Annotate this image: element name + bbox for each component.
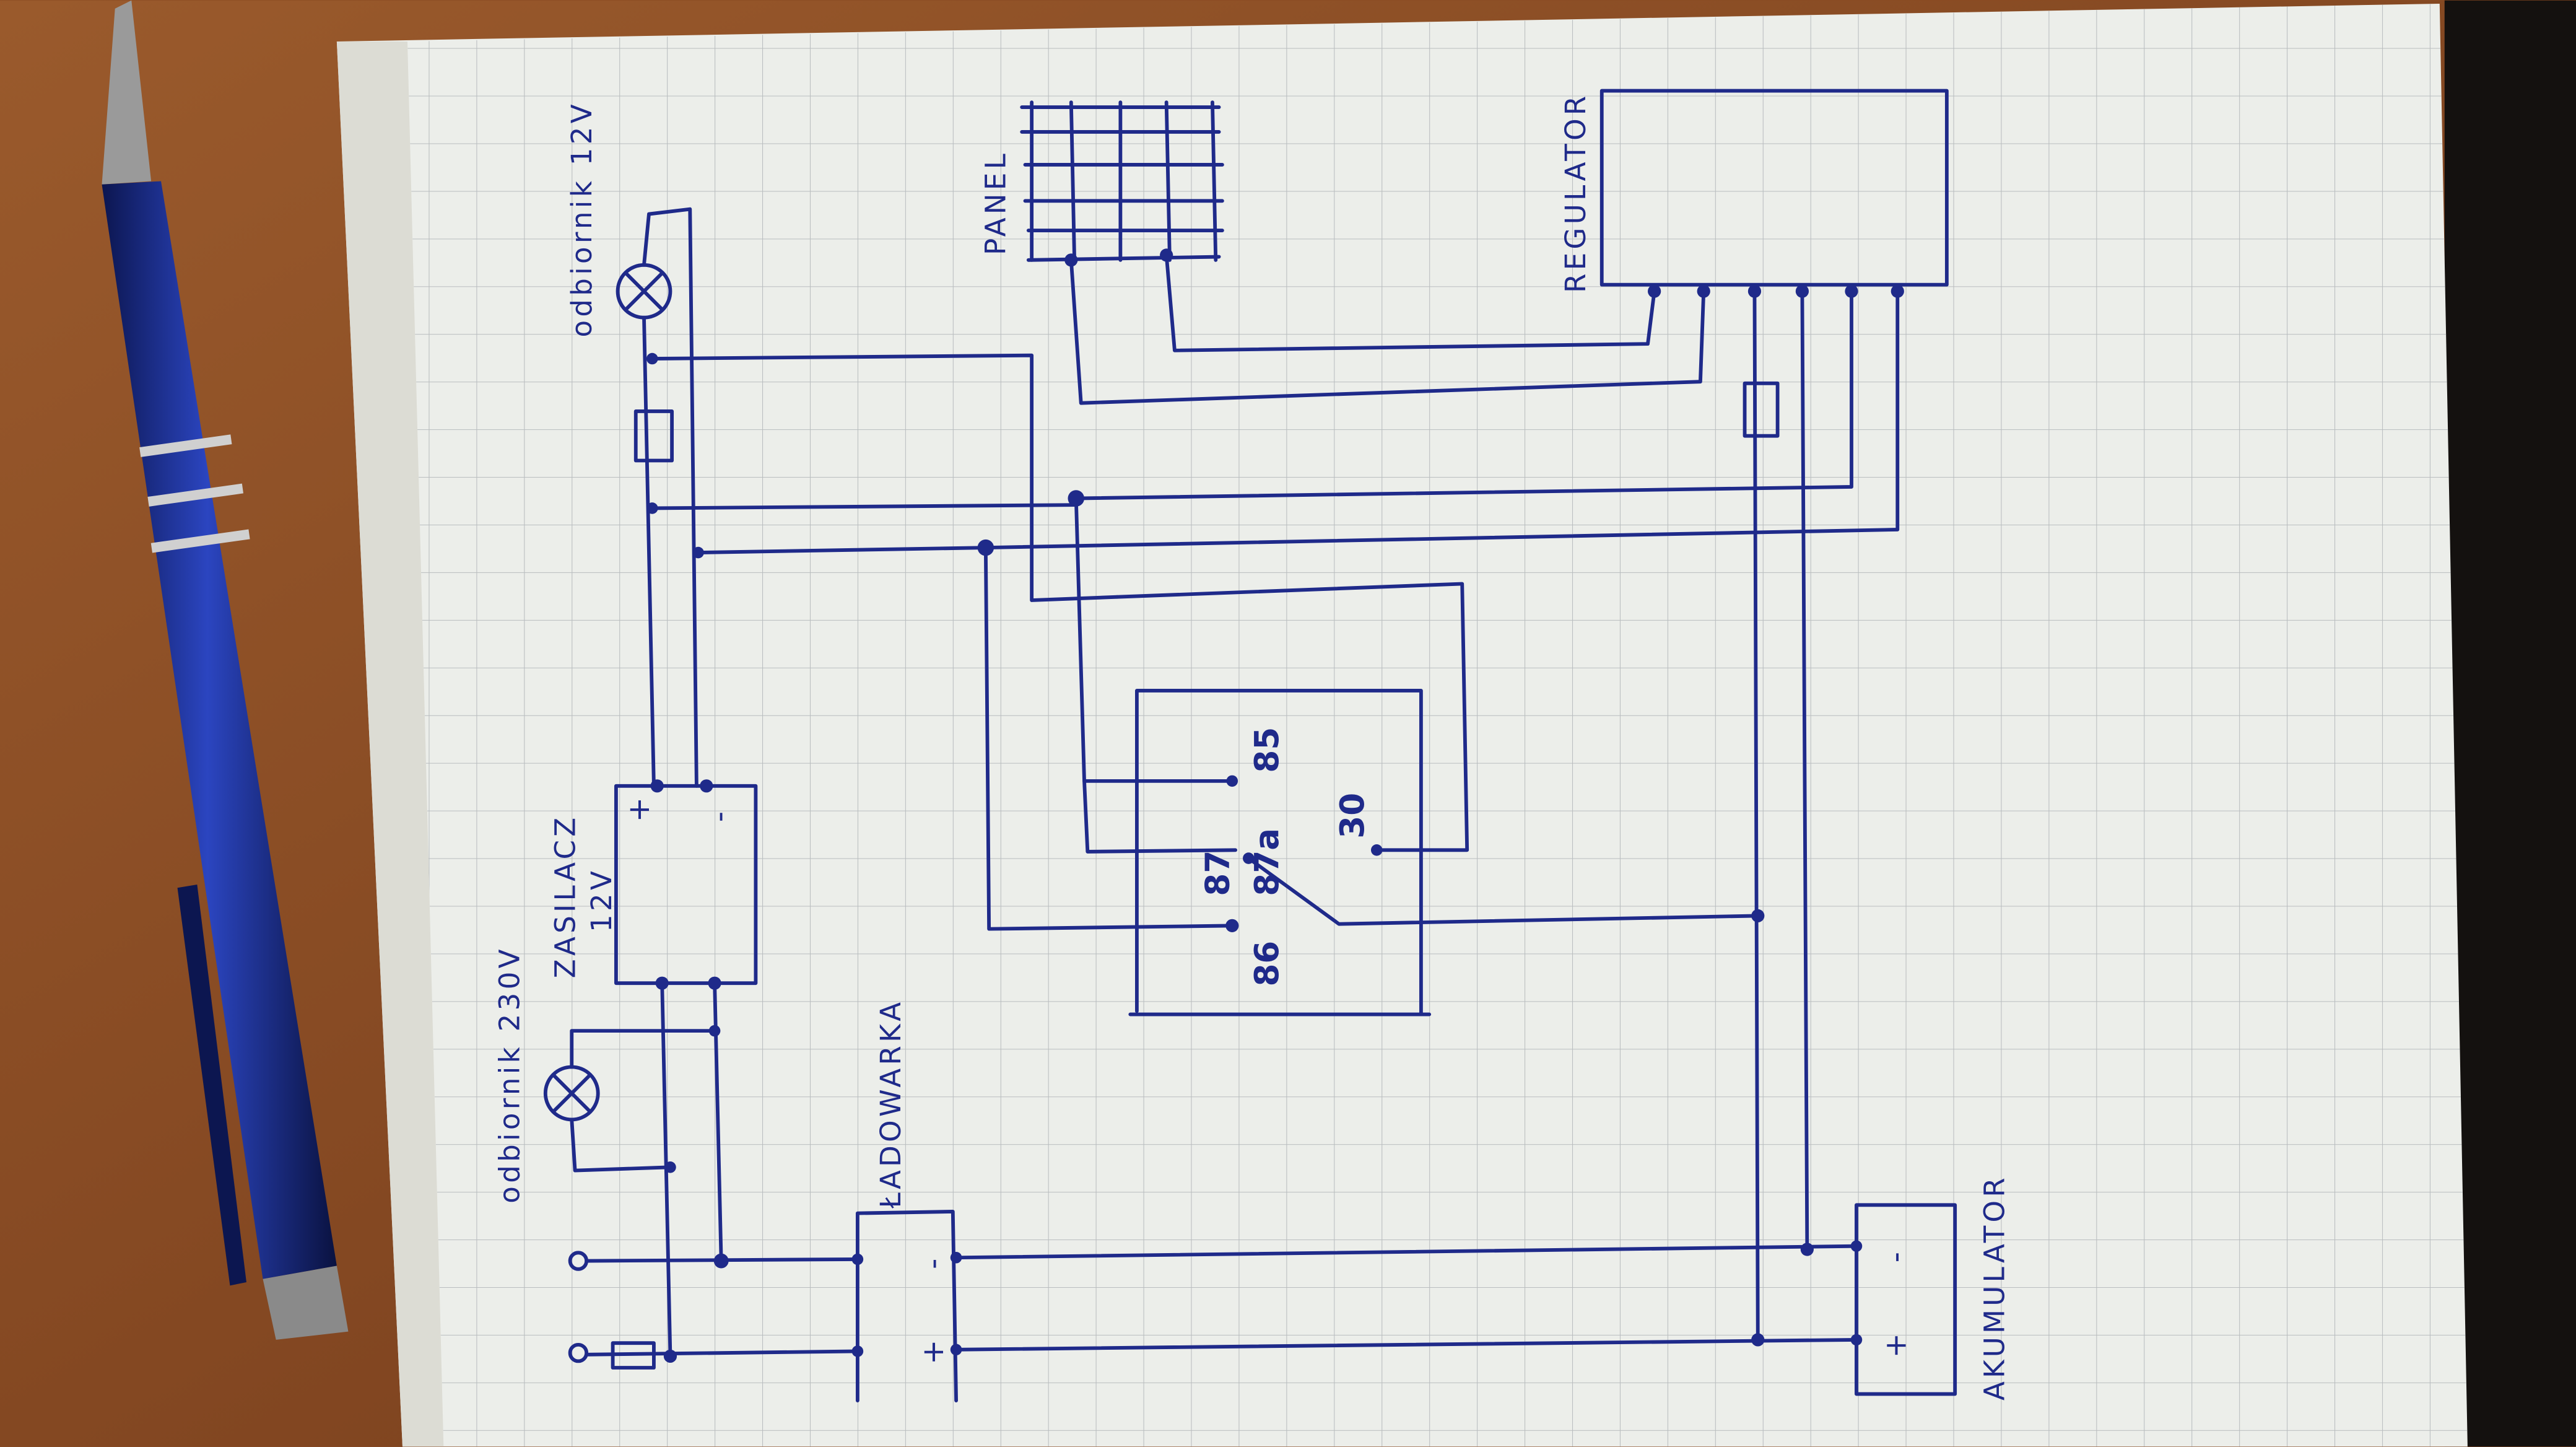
relay-pin-87: 87 xyxy=(1198,850,1237,896)
wire-12v-positive-rail xyxy=(642,315,656,788)
paper-grid xyxy=(407,3,2468,1447)
wire-reg-battery-plus xyxy=(1752,289,1760,1342)
regulator-box xyxy=(1599,89,1949,287)
fuse-battery-symbol xyxy=(1743,381,1780,438)
wire-lamp230-b xyxy=(570,1117,672,1173)
junction-dots xyxy=(646,248,1904,1363)
label-load-230v: odbiornik 230V xyxy=(493,946,526,1203)
fuse-12v-symbol xyxy=(633,409,674,463)
label-regulator: REGULATOR xyxy=(1559,92,1592,292)
battery-minus: - xyxy=(1879,1252,1913,1262)
torn-binding-strip xyxy=(336,41,444,1447)
circuit-diagram: odbiornik 12V PANEL REGULATOR ZASILACZ 1… xyxy=(493,89,2011,1402)
wire-y325 xyxy=(983,289,1900,550)
relay-pin-87a: 87a xyxy=(1248,828,1286,896)
battery-box xyxy=(1855,1203,1957,1396)
label-power-supply-voltage: 12V xyxy=(585,868,618,932)
label-panel: PANEL xyxy=(980,151,1012,255)
wire-panel-a xyxy=(1164,253,1656,352)
relay-pin-30: 30 xyxy=(1333,793,1372,839)
wire-charger-plus xyxy=(954,1337,1858,1352)
ballpoint-pen xyxy=(102,0,349,1340)
power-supply-minus: - xyxy=(703,811,737,822)
wire-mains-2 xyxy=(585,1349,859,1357)
wire-relay-86 xyxy=(983,546,1238,931)
wire-lamp230-a xyxy=(570,1029,716,1069)
relay-pin-86: 86 xyxy=(1248,941,1286,987)
power-supply-plus: + xyxy=(622,797,656,822)
wire-y302 xyxy=(1074,289,1853,501)
wire-relay-30 xyxy=(1115,582,1469,852)
charger-minus: - xyxy=(916,1259,951,1269)
relay-switch-contact xyxy=(1247,856,1760,926)
wire-relay-87 xyxy=(1082,779,1238,854)
solar-panel-symbol xyxy=(1020,100,1224,262)
wire-y308 xyxy=(650,503,1078,510)
label-battery: AKUMULATOR xyxy=(1978,1174,2011,1401)
charger-box xyxy=(855,1210,958,1402)
wire-lamp12-top xyxy=(642,207,698,788)
wire-charger-minus xyxy=(954,1244,1858,1260)
label-charger: ŁADOWARKA xyxy=(874,999,907,1209)
label-load-12v: odbiornik 12V xyxy=(565,101,598,337)
label-power-supply: ZASILACZ xyxy=(549,815,582,979)
dark-edge xyxy=(2444,0,2576,1447)
battery-plus: + xyxy=(1879,1333,1913,1358)
wire-y218 xyxy=(650,353,1119,602)
charger-plus: + xyxy=(916,1340,951,1365)
relay-pin-85: 85 xyxy=(1248,727,1286,773)
wire-y335 xyxy=(696,546,988,554)
power-supply-box xyxy=(614,784,758,986)
wire-reg-battery-minus xyxy=(1800,289,1809,1251)
fuse-mains-symbol xyxy=(611,1341,656,1370)
wire-panel-b xyxy=(1069,258,1706,405)
